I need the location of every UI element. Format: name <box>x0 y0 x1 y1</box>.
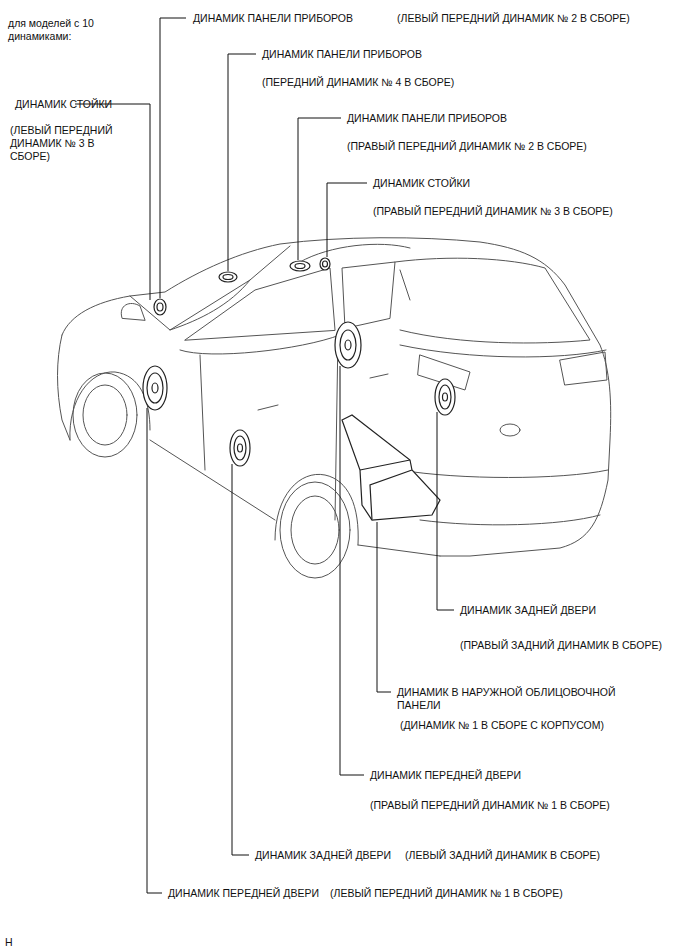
part-label: ДИНАМИК ЗАДНЕЙ ДВЕРИ <box>255 849 391 862</box>
part-label: (ЛЕВЫЙ ПЕРЕДНИЙ ДИНАМИК № 3 В СБОРЕ) <box>10 124 120 163</box>
part-label: (ЛЕВЫЙ ПЕРЕДНИЙ ДИНАМИК № 1 В СБОРЕ) <box>330 887 563 900</box>
part-label: (ПРАВЫЙ ПЕРЕДНИЙ ДИНАМИК № 2 В СБОРЕ) <box>347 140 587 153</box>
part-label: (ПРАВЫЙ ПЕРЕДНИЙ ДИНАМИК № 1 В СБОРЕ) <box>370 799 610 812</box>
part-label: (ЛЕВЫЙ ПЕРЕДНИЙ ДИНАМИК № 2 В СБОРЕ) <box>397 12 630 25</box>
part-label: (ДИНАМИК № 1 В СБОРЕ С КОРПУСОМ) <box>400 719 604 732</box>
note-text: для моделей с 10 динамиками: <box>8 17 126 43</box>
part-label: ДИНАМИК В НАРУЖНОЙ ОБЛИЦОВОЧНОЙ ПАНЕЛИ <box>397 686 647 712</box>
part-label: ДИНАМИК ПАНЕЛИ ПРИБОРОВ <box>347 112 507 125</box>
part-label: ДИНАМИК ПАНЕЛИ ПРИБОРОВ <box>193 12 353 25</box>
part-label: (ПРАВЫЙ ПЕРЕДНИЙ ДИНАМИК № 3 В СБОРЕ) <box>373 205 613 218</box>
page-mark: H <box>5 936 13 949</box>
part-label: ДИНАМИК ПЕРЕДНЕЙ ДВЕРИ <box>370 769 521 782</box>
part-label: ДИНАМИК ПЕРЕДНЕЙ ДВЕРИ <box>168 887 319 900</box>
part-label: (ПЕРЕДНИЙ ДИНАМИК № 4 В СБОРЕ) <box>262 76 454 89</box>
part-label: ДИНАМИК СТОЙКИ <box>373 177 470 190</box>
part-label: (ЛЕВЫЙ ЗАДНИЙ ДИНАМИК В СБОРЕ) <box>405 849 600 862</box>
part-label: (ПРАВЫЙ ЗАДНИЙ ДИНАМИК В СБОРЕ) <box>460 639 662 652</box>
part-label: ДИНАМИК СТОЙКИ <box>15 98 112 111</box>
part-label: ДИНАМИК ПАНЕЛИ ПРИБОРОВ <box>262 48 422 61</box>
part-label: ДИНАМИК ЗАДНЕЙ ДВЕРИ <box>460 604 596 617</box>
